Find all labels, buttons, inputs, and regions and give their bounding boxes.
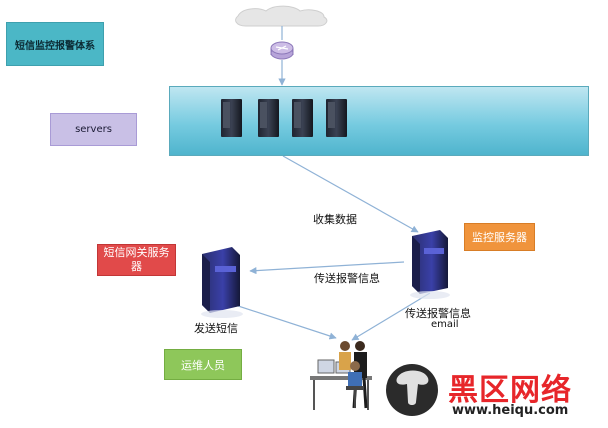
edge-label-email: email [431,319,459,330]
ops-label-box: 运维人员 [164,349,242,380]
watermark-url: www.heiqu.com [452,403,569,418]
edge-label-send-alarm: 传送报警信息 [314,272,380,285]
sms-gateway-server-icon [201,247,243,318]
diagram-title-box: 短信监控报警体系 [6,22,104,66]
diagram-title: 短信监控报警体系 [15,40,95,52]
monitor-server-label: 监控服务器 [472,231,527,244]
heiqu-logo-icon [386,364,438,416]
cloud-icon [235,5,328,27]
router-icon [270,41,294,60]
operators-icon [310,341,372,410]
servers-label-box: servers [50,113,137,146]
ops-label: 运维人员 [181,358,225,372]
watermark-brand: 黑区网络 [448,373,572,408]
edge-label-send-sms: 发送短信 [194,322,238,335]
sms-gateway-label: 短信网关服务器 [103,246,170,273]
sms-gateway-label-box: 短信网关服务器 [97,244,176,276]
monitor-server-icon [410,230,450,299]
servers-label: servers [75,124,112,135]
edge-label-send-alarm-email: 传送报警信息 [405,307,471,320]
monitor-server-label-box: 监控服务器 [464,223,535,251]
edge-label-collect: 收集数据 [313,213,357,226]
server-rack [169,86,589,156]
